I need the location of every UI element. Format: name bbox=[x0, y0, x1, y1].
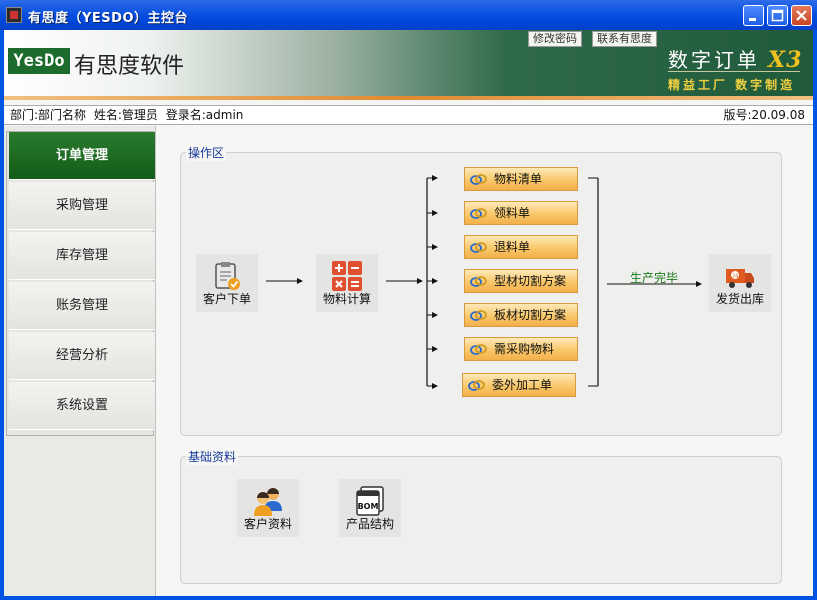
window-title: 有思度（YESDO）主控台 bbox=[28, 11, 188, 26]
customer-info-tile[interactable]: 客户资料 bbox=[237, 479, 299, 537]
doc-requisition-button[interactable]: 领料单 bbox=[464, 201, 578, 225]
title-bar[interactable]: 有思度（YESDO）主控台 bbox=[0, 0, 817, 30]
bom-badge-text: BOM bbox=[358, 502, 379, 511]
contact-link[interactable]: 联系有思度 bbox=[592, 31, 657, 47]
basic-data-group: 基础资料 客户资料 bbox=[180, 448, 782, 584]
minimize-icon bbox=[749, 18, 756, 21]
sidebar-item-inventory[interactable]: 库存管理 bbox=[9, 232, 155, 280]
sidebar-item-purchasing[interactable]: 采购管理 bbox=[9, 182, 155, 230]
customer-info-label: 客户资料 bbox=[243, 517, 292, 531]
production-done-label: 生产完毕 bbox=[630, 271, 679, 285]
nav-menu: 订单管理 采购管理 库存管理 账务管理 经营分析 系统设置 bbox=[6, 131, 155, 436]
sidebar-item-accounts[interactable]: 账务管理 bbox=[9, 282, 155, 330]
operations-title: 操作区 bbox=[186, 144, 227, 161]
basic-data-title: 基础资料 bbox=[186, 448, 239, 465]
version-label: 版号:20.09.08 bbox=[723, 108, 805, 122]
minimize-button[interactable] bbox=[743, 5, 764, 26]
flow-arrows bbox=[266, 175, 702, 389]
user-name-label: 姓名:管理员 bbox=[93, 108, 158, 122]
department-label: 部门:部门名称 bbox=[10, 108, 87, 122]
doc-profile-cutting-button[interactable]: 型材切割方案 bbox=[464, 269, 578, 293]
material-calc-label: 物料计算 bbox=[322, 292, 371, 306]
doc-label: 需采购物料 bbox=[494, 342, 555, 356]
svg-text:24: 24 bbox=[732, 274, 738, 280]
customers-icon bbox=[254, 488, 282, 516]
doc-sheet-cutting-button[interactable]: 板材切割方案 bbox=[464, 303, 578, 327]
clipboard-check-icon bbox=[215, 262, 240, 290]
maximize-icon bbox=[771, 9, 784, 22]
sidebar-item-settings[interactable]: 系统设置 bbox=[9, 382, 155, 430]
doc-label: 退料单 bbox=[494, 240, 531, 254]
sidebar: 订单管理 采购管理 库存管理 账务管理 经营分析 系统设置 bbox=[4, 126, 156, 596]
close-button[interactable] bbox=[791, 5, 812, 26]
bom-icon: BOM bbox=[356, 486, 384, 516]
operations-group: 操作区 bbox=[180, 144, 782, 436]
doc-label: 板材切割方案 bbox=[494, 308, 567, 322]
change-password-link[interactable]: 修改密码 bbox=[528, 31, 582, 47]
doc-outsourcing-button[interactable]: 委外加工单 bbox=[462, 373, 576, 397]
slogan-divider bbox=[668, 71, 800, 72]
main-panel: 操作区 bbox=[156, 126, 813, 596]
doc-label: 委外加工单 bbox=[492, 378, 553, 392]
chain-link-icon bbox=[470, 208, 487, 219]
chain-link-icon bbox=[470, 174, 487, 185]
product-structure-tile[interactable]: BOM 产品结构 bbox=[339, 479, 401, 537]
doc-purchase-needed-button[interactable]: 需采购物料 bbox=[464, 337, 578, 361]
chain-link-icon bbox=[470, 344, 487, 355]
chain-link-icon bbox=[468, 380, 485, 391]
sidebar-item-orders[interactable]: 订单管理 bbox=[9, 132, 155, 180]
ship-out-tile[interactable]: 24 发货出库 bbox=[709, 254, 771, 312]
banner-stripe bbox=[4, 96, 813, 100]
slogan-mark: X3 bbox=[768, 47, 803, 73]
brand-name: 有思度软件 bbox=[74, 54, 185, 79]
material-calc-tile[interactable]: 物料计算 bbox=[316, 254, 378, 312]
close-icon bbox=[796, 10, 807, 21]
customer-order-label: 客户下单 bbox=[202, 292, 251, 306]
calculator-icon bbox=[332, 261, 362, 291]
doc-label: 物料清单 bbox=[494, 172, 543, 186]
doc-label: 领料单 bbox=[494, 206, 531, 220]
chain-link-icon bbox=[470, 310, 487, 321]
chain-link-icon bbox=[470, 276, 487, 287]
delivery-truck-icon: 24 bbox=[726, 269, 754, 288]
doc-bill-of-materials-button[interactable]: 物料清单 bbox=[464, 167, 578, 191]
chain-link-icon bbox=[470, 242, 487, 253]
login-label: 登录名:admin bbox=[165, 108, 244, 122]
maximize-button[interactable] bbox=[767, 5, 788, 26]
user-info-bar: 部门:部门名称 姓名:管理员 登录名:admin 版号:20.09.08 bbox=[4, 105, 813, 125]
product-structure-label: 产品结构 bbox=[345, 517, 394, 531]
ship-out-label: 发货出库 bbox=[715, 292, 764, 306]
doc-label: 型材切割方案 bbox=[494, 274, 567, 288]
sidebar-item-analysis[interactable]: 经营分析 bbox=[9, 332, 155, 380]
logo: YesDo bbox=[8, 48, 70, 74]
doc-return-button[interactable]: 退料单 bbox=[464, 235, 578, 259]
slogan-sub: 精益工厂 数字制造 bbox=[668, 78, 796, 92]
customer-order-tile[interactable]: 客户下单 bbox=[196, 254, 258, 312]
app-icon bbox=[6, 7, 22, 23]
